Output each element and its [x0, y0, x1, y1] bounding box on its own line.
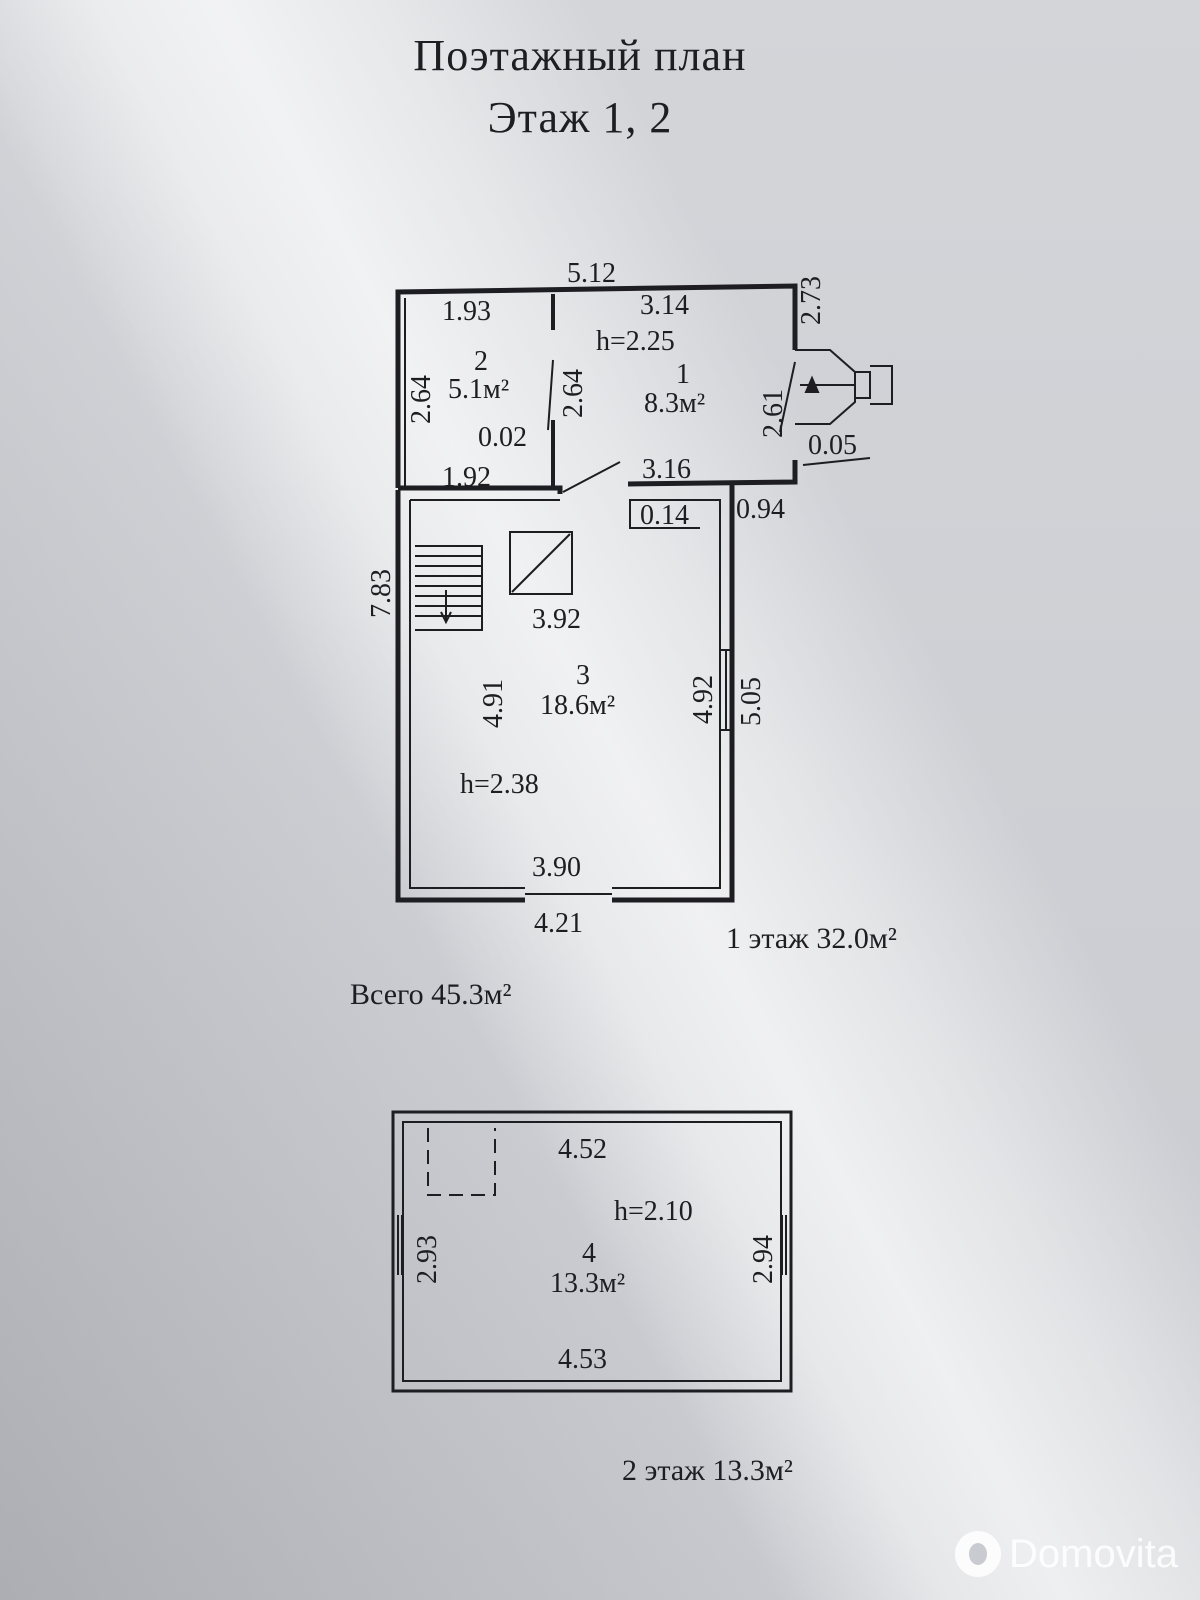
dim-3.14: 3.14 — [640, 290, 689, 321]
area-room1: 8.3м² — [644, 388, 705, 419]
area-room2: 5.1м² — [448, 374, 509, 405]
door-room3 — [562, 461, 621, 493]
floor2-area-label: 2 этаж 13.3м² — [622, 1454, 793, 1487]
room-number-2: 2 — [474, 346, 488, 377]
dim-0.14: 0.14 — [640, 500, 689, 531]
dim-1.93: 1.93 — [442, 296, 491, 327]
room-number-1: 1 — [676, 359, 690, 390]
dim-5.12: 5.12 — [567, 258, 616, 289]
height-room4: h=2.10 — [614, 1196, 693, 1227]
height-room3: h=2.38 — [460, 769, 539, 800]
dim-4.52: 4.52 — [558, 1134, 607, 1165]
floor1-room3-walls — [395, 484, 735, 903]
dim-0.05: 0.05 — [808, 430, 857, 461]
dim-3.90: 3.90 — [532, 852, 581, 883]
room-number-3: 3 — [576, 660, 590, 691]
stairs-symbol — [415, 545, 483, 631]
watermark-logo: Domovita — [955, 1526, 1178, 1582]
floor1-area-label: 1 этаж 32.0м² — [726, 922, 897, 955]
door-room1 — [779, 361, 796, 433]
height-room1: h=2.25 — [596, 326, 675, 357]
plan-title: Поэтажный план — [413, 31, 747, 80]
dim-7.83: 7.83 — [366, 569, 397, 618]
hatch-symbol — [509, 531, 573, 595]
dim-4.21: 4.21 — [534, 908, 583, 939]
dim-2.93: 2.93 — [412, 1235, 443, 1284]
room-number-4: 4 — [582, 1238, 596, 1269]
dim-3.92: 3.92 — [532, 604, 581, 635]
dim-4.92: 4.92 — [688, 675, 719, 724]
floor2-walls — [391, 1110, 793, 1393]
dim-2.61: 2.61 — [758, 389, 789, 438]
dim-4.91: 4.91 — [478, 679, 509, 728]
dim-4.53: 4.53 — [558, 1344, 607, 1375]
dim-1.92: 1.92 — [442, 462, 491, 493]
dim-5.05: 5.05 — [736, 677, 767, 726]
logo-text: Domovita — [1009, 1531, 1178, 1576]
total-area-label: Всего 45.3м² — [350, 978, 512, 1011]
area-room3: 18.6м² — [540, 690, 615, 721]
dim-0.94: 0.94 — [736, 494, 785, 525]
area-room4: 13.3м² — [550, 1268, 625, 1299]
dim-2.64-mid: 2.64 — [558, 369, 589, 418]
dim-2.73: 2.73 — [796, 276, 827, 325]
dim-0.02: 0.02 — [478, 422, 527, 453]
door-room2 — [547, 359, 554, 431]
stove-chimney-symbol — [795, 349, 893, 466]
dim-3.16: 3.16 — [642, 454, 691, 485]
logo-mark-icon — [955, 1531, 1002, 1577]
floor1-upper-walls — [395, 283, 798, 494]
dim-2.64-left: 2.64 — [406, 375, 437, 424]
plan-subtitle: Этаж 1, 2 — [487, 93, 673, 142]
dim-2.94: 2.94 — [748, 1235, 779, 1284]
